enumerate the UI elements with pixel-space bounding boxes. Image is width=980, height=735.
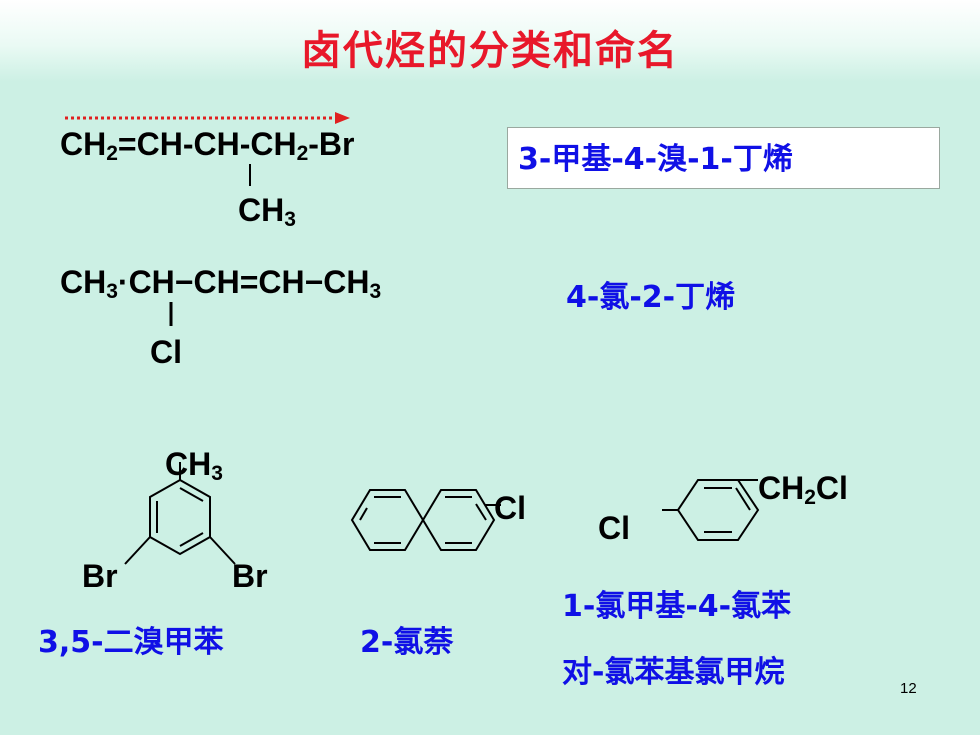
formula-2-main: CH3·CH−CH=CH−CH3 <box>60 264 382 303</box>
struct-1-top-group: CH3 <box>165 446 223 485</box>
formula-2-name: 4-氯-2-丁烯 <box>566 280 736 315</box>
struct-3-left-cl: Cl <box>598 510 630 546</box>
formula-1-branch: CH3 <box>238 192 296 231</box>
formula-1-name: 3-甲基-4-溴-1-丁烯 <box>518 142 793 177</box>
struct-3-name-2: 对-氯苯基氯甲烷 <box>562 655 785 690</box>
struct-2-name: 2-氯萘 <box>360 625 454 660</box>
page-number: 12 <box>900 680 917 697</box>
formula-2-branch: Cl <box>150 334 182 370</box>
formula-1-main: CH2=CH-CH-CH2-Br <box>60 126 355 165</box>
struct-1-right-br: Br <box>232 558 268 594</box>
formula-1-name-box <box>507 127 940 189</box>
naphthalene-ring <box>350 489 501 551</box>
formula-1-bond <box>249 164 251 186</box>
benzene-ring-1 <box>124 462 236 565</box>
direction-arrow <box>65 112 350 124</box>
title-bar <box>0 0 980 82</box>
struct-1-left-br: Br <box>82 558 118 594</box>
struct-3-right-group: CH2Cl <box>758 470 848 509</box>
benzene-ring-3 <box>662 479 760 541</box>
struct-3-name-1: 1-氯甲基-4-氯苯 <box>562 589 792 624</box>
struct-2-cl: Cl <box>494 490 526 526</box>
formula-2-bond <box>169 302 173 326</box>
struct-1-name: 3,5-二溴甲苯 <box>38 625 224 660</box>
slide-title: 卤代烃的分类和命名 <box>301 28 679 74</box>
